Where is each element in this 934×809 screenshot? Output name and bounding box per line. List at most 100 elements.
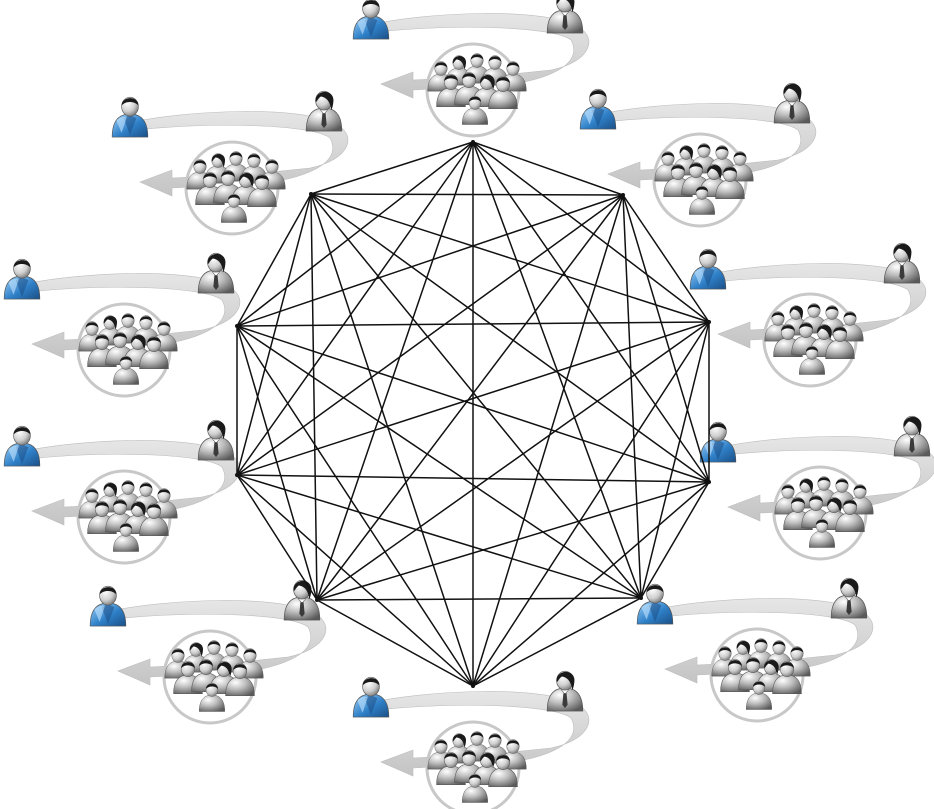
cluster-middle-right-lower: [699, 415, 934, 561]
network-node: [309, 192, 313, 196]
tie-person-icon: [197, 419, 235, 461]
crowd-person-icon: [462, 773, 488, 803]
circular-arrow-icon: [599, 103, 817, 189]
crowd-group: [654, 143, 754, 215]
circular-arrow-icon: [709, 263, 927, 349]
network-node: [315, 598, 319, 602]
crowd-person-icon: [488, 754, 518, 787]
network-node: [707, 320, 711, 324]
blue-person-icon: [89, 585, 127, 627]
circular-arrow-icon: [131, 111, 349, 197]
network-edge: [316, 599, 474, 687]
crowd-person-icon: [825, 326, 855, 359]
network-edge: [236, 194, 624, 327]
cluster-middle-left-upper: [3, 252, 241, 398]
network-edge: [236, 325, 710, 483]
cluster-upper-left: [111, 90, 349, 236]
crowd-person-icon: [462, 95, 488, 125]
network-edge: [236, 474, 318, 601]
network-node: [707, 480, 711, 484]
network-edge: [622, 194, 710, 323]
crowd-group: [774, 476, 874, 548]
crowd-person-icon: [199, 682, 225, 712]
network-node: [639, 596, 643, 600]
network-edge: [310, 193, 318, 601]
crowd-person-icon: [689, 185, 715, 215]
network-edge: [236, 474, 642, 599]
crowd-person-icon: [225, 663, 255, 696]
tie-person-icon: [283, 579, 321, 621]
crowd-group: [78, 313, 178, 385]
network-edge: [236, 321, 710, 476]
network-edge: [472, 141, 710, 483]
tie-person-icon: [305, 90, 343, 132]
network-edge: [640, 481, 710, 599]
network-node: [471, 684, 475, 688]
crowd-group: [186, 151, 286, 223]
clusters-layer: [3, 0, 934, 809]
tie-person-icon: [546, 0, 584, 34]
cluster-lower-right: [636, 577, 874, 723]
network-edge: [236, 321, 710, 327]
tie-person-icon: [546, 670, 584, 712]
network-edge: [310, 141, 474, 195]
tie-person-icon: [883, 242, 921, 284]
crowd-group: [427, 731, 527, 803]
crowd-person-icon: [746, 680, 772, 710]
network-node: [235, 473, 239, 477]
blue-person-icon: [636, 583, 674, 625]
network-edge: [316, 597, 642, 601]
network-edge: [236, 325, 318, 601]
network-edge: [310, 193, 474, 687]
tie-person-icon: [197, 252, 235, 294]
network-edge: [472, 194, 624, 687]
crowd-group: [764, 303, 864, 375]
cluster-top: [352, 0, 590, 138]
crowd-group: [78, 480, 178, 552]
cluster-upper-right: [579, 82, 817, 228]
crowd-person-icon: [113, 355, 139, 385]
network-edge: [472, 321, 710, 687]
network-node: [621, 193, 625, 197]
crowd-person-icon: [139, 503, 169, 536]
blue-person-icon: [3, 258, 41, 300]
crowd-person-icon: [247, 174, 277, 207]
network-edge: [316, 481, 710, 601]
network-node: [235, 324, 239, 328]
cluster-bottom: [352, 670, 590, 809]
network-edge: [236, 325, 474, 687]
network-edge: [316, 141, 474, 601]
tie-person-icon: [773, 82, 811, 124]
network-node: [471, 140, 475, 144]
circular-arrow-icon: [23, 273, 241, 359]
blue-person-icon: [111, 96, 149, 138]
blue-person-icon: [579, 88, 617, 130]
blue-person-icon: [689, 248, 727, 290]
tie-person-icon: [830, 577, 868, 619]
network-edge: [640, 321, 710, 599]
network-edge: [236, 141, 474, 327]
crowd-person-icon: [799, 345, 825, 375]
crowd-group: [164, 640, 264, 712]
crowd-group: [427, 53, 527, 125]
network-edge: [236, 141, 474, 476]
network-edge: [236, 193, 312, 327]
network-edge: [622, 194, 710, 483]
network-edge: [310, 193, 642, 599]
circular-arrow-icon: [372, 691, 590, 777]
network-edge: [316, 321, 710, 601]
crowd-person-icon: [772, 661, 802, 694]
crowd-group: [711, 638, 811, 710]
crowd-person-icon: [113, 522, 139, 552]
crowd-person-icon: [835, 499, 865, 532]
circular-arrow-icon: [656, 598, 874, 684]
cluster-middle-left-lower: [3, 419, 241, 565]
circular-arrow-icon: [372, 13, 590, 99]
cluster-middle-right-upper: [689, 242, 927, 388]
crowd-person-icon: [715, 166, 745, 199]
network-edge: [310, 193, 710, 483]
network-edge: [310, 193, 710, 323]
edges-layer: [235, 140, 711, 688]
